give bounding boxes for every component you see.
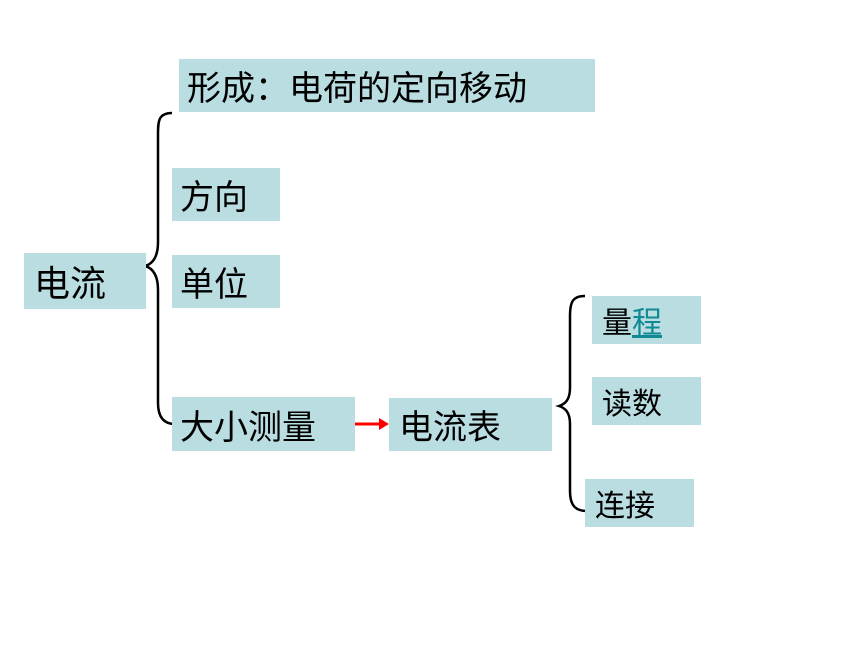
unit-label: 单位 [180, 265, 248, 305]
root-box: 电流 [24, 253, 146, 309]
reading-label: 读数 [602, 387, 662, 422]
range-box: 量程 [592, 296, 701, 344]
unit-box: 单位 [172, 255, 280, 308]
formation-box: 形成：电荷的定向移动 [179, 59, 595, 112]
measurement-box: 大小测量 [172, 397, 355, 451]
reading-box: 读数 [592, 377, 701, 425]
connection-label: 连接 [595, 489, 655, 524]
ammeter-label: 电流表 [399, 408, 501, 448]
direction-box: 方向 [172, 168, 280, 221]
direction-label: 方向 [180, 178, 248, 218]
ammeter-box: 电流表 [389, 398, 552, 451]
formation-label: 形成：电荷的定向移动 [187, 69, 527, 109]
arrow-head [379, 418, 389, 430]
root-label: 电流 [34, 264, 107, 305]
range-link[interactable]: 程 [632, 306, 662, 341]
instrument-brace [555, 294, 588, 513]
range-prefix: 量 [602, 306, 632, 341]
main-brace [140, 111, 176, 426]
connection-box: 连接 [585, 479, 694, 527]
measurement-label: 大小测量 [180, 407, 316, 448]
